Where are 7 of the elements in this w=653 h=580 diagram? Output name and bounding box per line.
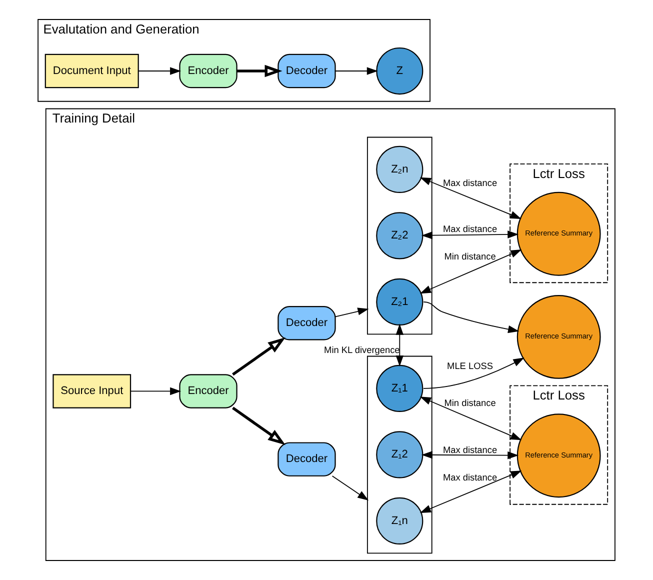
edge-label: Max distance (442, 224, 498, 234)
edge-label: Max distance (442, 178, 498, 188)
edge-label: Min distance (444, 252, 496, 262)
edge-label: Max distance (442, 444, 498, 455)
edge-label: Min distance (444, 398, 496, 408)
edge-label: Max distance (442, 472, 498, 482)
edge-label: MLE LOSS (447, 361, 494, 372)
